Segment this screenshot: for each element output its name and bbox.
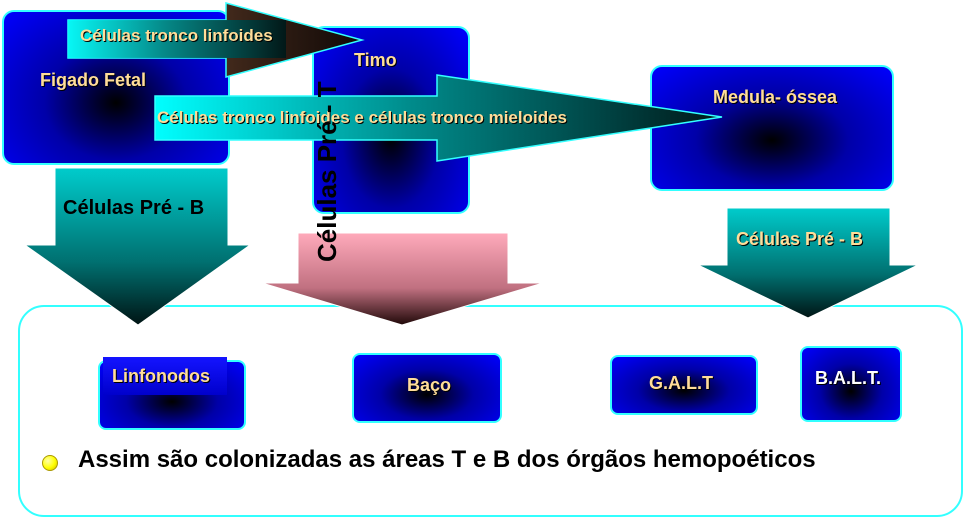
middle-down-arrow-label: Células Pré - T <box>312 81 342 262</box>
right-down-arrow <box>697 207 919 319</box>
linfonodos-label: Linfonodos <box>112 366 210 386</box>
timo-label: Timo <box>354 50 397 70</box>
left-down-arrow-label: Células Pré - B <box>63 197 205 219</box>
top-arrow-label: Células tronco linfoides <box>80 26 273 45</box>
left-down-arrow <box>23 167 252 326</box>
bullet-icon <box>42 455 58 471</box>
middle-down-arrow <box>261 232 544 326</box>
galt-box <box>610 355 758 415</box>
medula-ossea-box <box>650 65 894 191</box>
baco-label: Baço <box>407 375 452 395</box>
galt-label: G.A.L.T <box>649 373 713 393</box>
medula-ossea-label: Medula- óssea <box>713 87 838 107</box>
linfonodos-label-bg <box>103 357 227 395</box>
right-down-arrow-label: Células Pré - B <box>736 229 864 249</box>
caption-text: Assim são colonizadas as áreas T e B dos… <box>78 446 816 473</box>
wide-arrow <box>154 74 723 162</box>
baco-box <box>352 353 502 423</box>
wide-arrow-label: Células tronco linfoides e células tronc… <box>157 108 567 127</box>
balt-box <box>800 346 902 422</box>
balt-label: B.A.L.T. <box>815 368 881 388</box>
figado-fetal-label: Figado Fetal <box>40 70 147 90</box>
